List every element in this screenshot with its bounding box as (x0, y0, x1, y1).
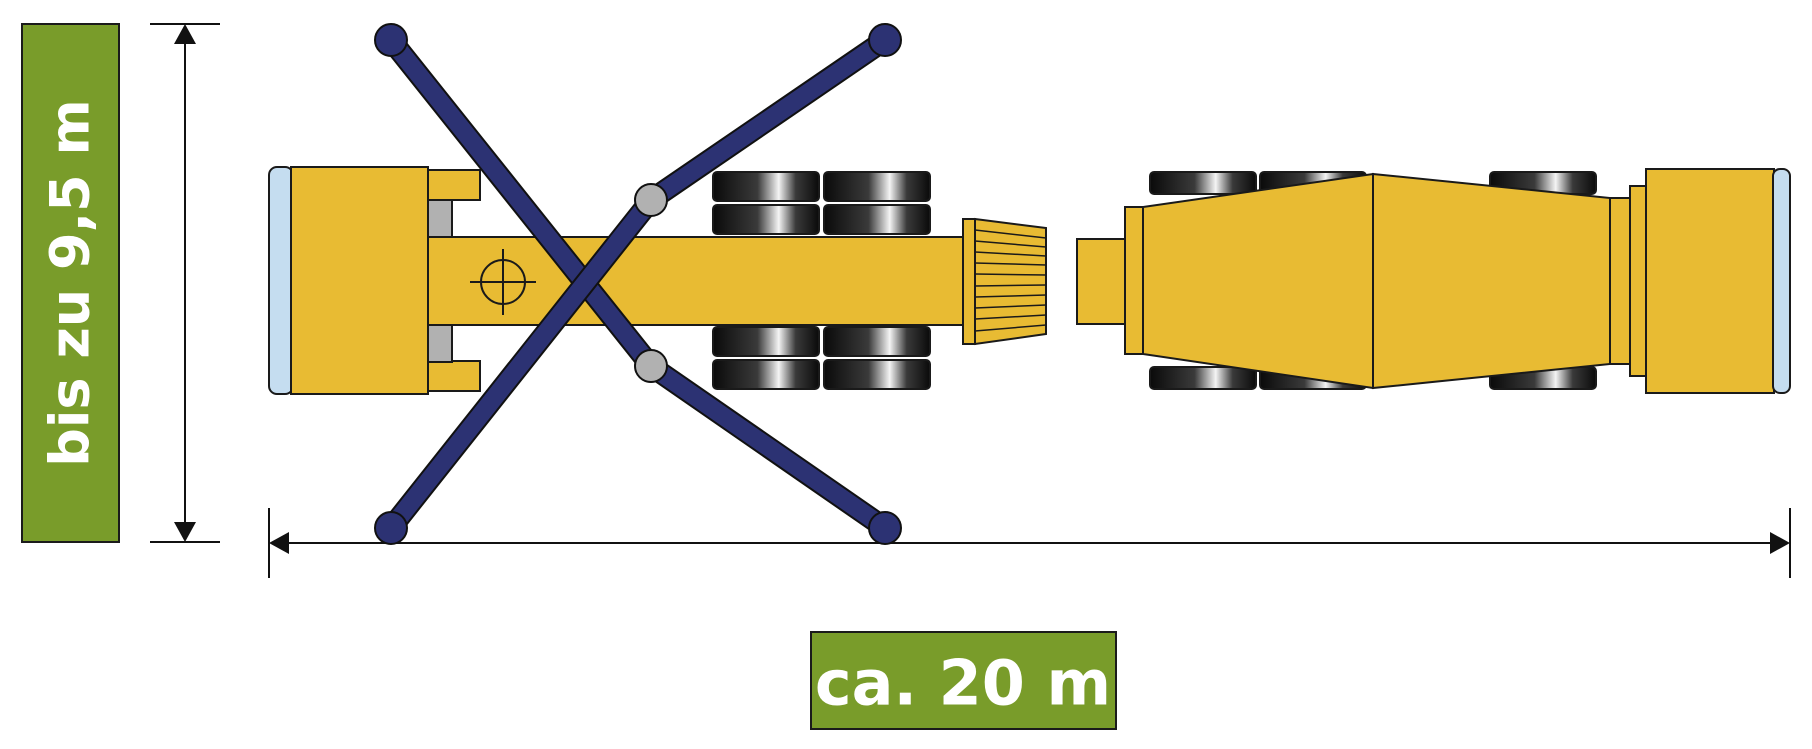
height-arrow-top (174, 24, 196, 44)
outrigger-pad (868, 23, 902, 57)
left-cab-body (290, 166, 429, 395)
left-window (268, 166, 294, 395)
width-label-text: ca. 20 m (815, 647, 1111, 720)
crosshair-circle-icon (470, 249, 536, 315)
height-arrow-bottom (174, 522, 196, 542)
carrier-rear-taper (1372, 172, 1611, 390)
rear-cab-body (1645, 168, 1775, 394)
outriggers (374, 23, 902, 545)
height-dimension-line (150, 23, 220, 543)
outrigger-front-left (380, 29, 662, 377)
width-label: ca. 20 m (810, 631, 1117, 730)
boom-head (962, 217, 1047, 346)
cab-joint-top (427, 199, 453, 238)
outrigger-pad (374, 511, 408, 545)
tire (1149, 366, 1257, 390)
left-cab (268, 166, 481, 395)
boom-head-body (974, 217, 1047, 346)
tire (823, 204, 931, 235)
boom-head-ribs (974, 229, 1047, 332)
carrier-body (1076, 168, 1791, 394)
tire (712, 171, 820, 202)
height-label: bis zu 9,5 m (21, 23, 120, 543)
right-window (1772, 168, 1791, 394)
outrigger-pivot-bottom (634, 349, 668, 383)
outrigger-pad (374, 23, 408, 57)
tire (1149, 171, 1257, 195)
width-arrow-right (1770, 532, 1790, 554)
tire (712, 359, 820, 390)
carrier-flange-rear (1609, 197, 1631, 365)
carrier-front-taper (1142, 172, 1374, 390)
outrigger-pivot-top (634, 183, 668, 217)
tire (823, 171, 931, 202)
width-dimension-line (268, 508, 1791, 578)
carrier-coupling (1076, 238, 1126, 325)
tire (823, 359, 931, 390)
width-label-box (810, 631, 1117, 730)
tire (823, 326, 931, 357)
front-tires (712, 171, 931, 390)
tire (712, 204, 820, 235)
height-label-text: bis zu 9,5 m (39, 99, 102, 467)
outrigger-front-right (640, 29, 896, 211)
boom-head-flange (962, 218, 976, 345)
outrigger-pad (868, 511, 902, 545)
outrigger-rear-right (640, 355, 896, 539)
carrier-flange-front (1124, 206, 1144, 355)
width-arrow-left (269, 532, 289, 554)
height-label-box (21, 23, 120, 543)
crane-vehicle (268, 23, 1791, 545)
outrigger-rear-left (380, 189, 662, 539)
cab-bracket-top (427, 169, 481, 201)
cab-bracket-bottom (427, 360, 481, 392)
carrier-flange-rear-2 (1629, 185, 1647, 377)
cab-joint-bottom (427, 324, 453, 363)
tire (712, 326, 820, 357)
